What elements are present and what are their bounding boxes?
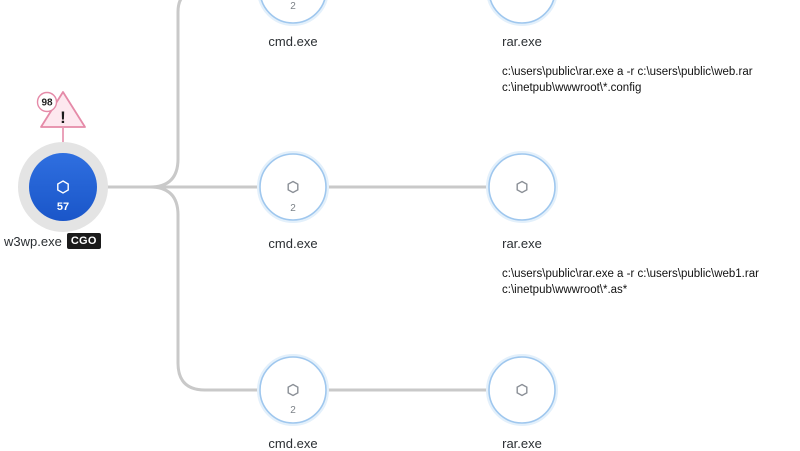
process-node-rar-2[interactable] (486, 151, 558, 223)
command-line-2-part-2: c:\inetpub\wwwroot\*.as* (502, 284, 628, 296)
tree-edges (98, 0, 492, 392)
hexagon-icon (516, 383, 528, 397)
process-node-cmd-1[interactable]: 2 (258, 0, 328, 26)
hexagon-icon (57, 180, 69, 194)
root-core (29, 153, 97, 221)
command-line-2: c:\users\public\rar.exe a -r c:\users\pu… (502, 266, 759, 298)
node-count: 2 (290, 203, 296, 214)
hexagon-icon (287, 180, 299, 194)
root-process-name: w3wp.exe (4, 233, 62, 249)
process-node-rar-3[interactable] (486, 354, 558, 426)
root-process-label: w3wp.exe CGO (4, 233, 101, 249)
edge-root-to-branch-1 (98, 0, 183, 189)
command-line-1: c:\users\public\rar.exe a -r c:\users\pu… (502, 64, 753, 96)
root-count: 57 (57, 201, 69, 213)
alert-score: 98 (41, 98, 53, 109)
process-node-rar-1[interactable] (487, 0, 557, 26)
process-node-cmd-3[interactable]: 2 (257, 354, 329, 426)
command-line-2-part-1: c:\users\public\rar.exe a -r c:\users\pu… (502, 268, 759, 280)
node-label-cmd-1: cmd.exe (268, 34, 318, 49)
command-line-1-part-1: c:\users\public\rar.exe a -r c:\users\pu… (502, 66, 753, 78)
node-count: 2 (290, 405, 296, 416)
node-label-rar-2: rar.exe (502, 236, 542, 251)
node-count: 2 (290, 1, 296, 12)
root-process-node[interactable]: 57 (18, 142, 108, 232)
root-process-tag[interactable]: CGO (66, 233, 101, 249)
node-label-cmd-3: cmd.exe (268, 436, 318, 451)
node-label-rar-1: rar.exe (502, 34, 542, 49)
hexagon-icon (516, 180, 528, 194)
node-label-cmd-2: cmd.exe (268, 236, 318, 251)
score-badge (36, 91, 58, 113)
hexagon-icon (287, 383, 299, 397)
alert-symbol: ! (60, 108, 66, 127)
edge-root-to-branch-3 (98, 185, 264, 392)
command-line-1-part-2: c:\inetpub\wwwroot\*.config (502, 82, 642, 94)
process-node-cmd-2[interactable]: 2 (257, 151, 329, 223)
alert-badge[interactable]: ! 98 (36, 91, 86, 142)
node-label-rar-3: rar.exe (502, 436, 542, 451)
